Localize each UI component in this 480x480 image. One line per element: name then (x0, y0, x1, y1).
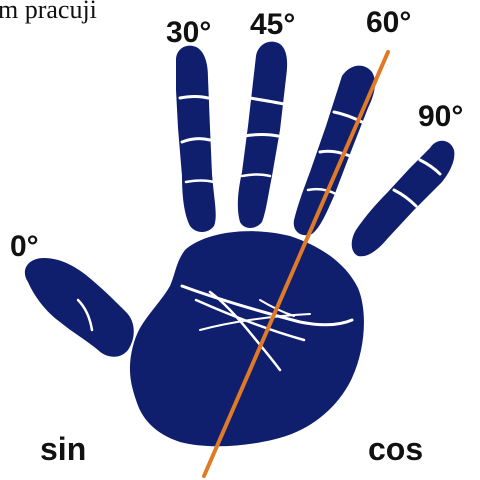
cos-label: cos (368, 431, 423, 467)
angle-label-60: 60° (366, 6, 411, 39)
angle-label-30: 30° (166, 16, 211, 49)
angle-label-0: 0° (10, 230, 39, 263)
crease-30-upper (180, 97, 208, 99)
sin-label: sin (40, 431, 86, 467)
angle-label-90: 90° (418, 100, 463, 133)
angle-label-45: 45° (250, 8, 295, 41)
crease-45-lower (244, 135, 278, 137)
hand-silhouette (25, 42, 455, 447)
cropped-caption: m pracuji (0, 0, 97, 24)
thumb-0 (25, 258, 134, 357)
finger-90 (352, 141, 455, 257)
